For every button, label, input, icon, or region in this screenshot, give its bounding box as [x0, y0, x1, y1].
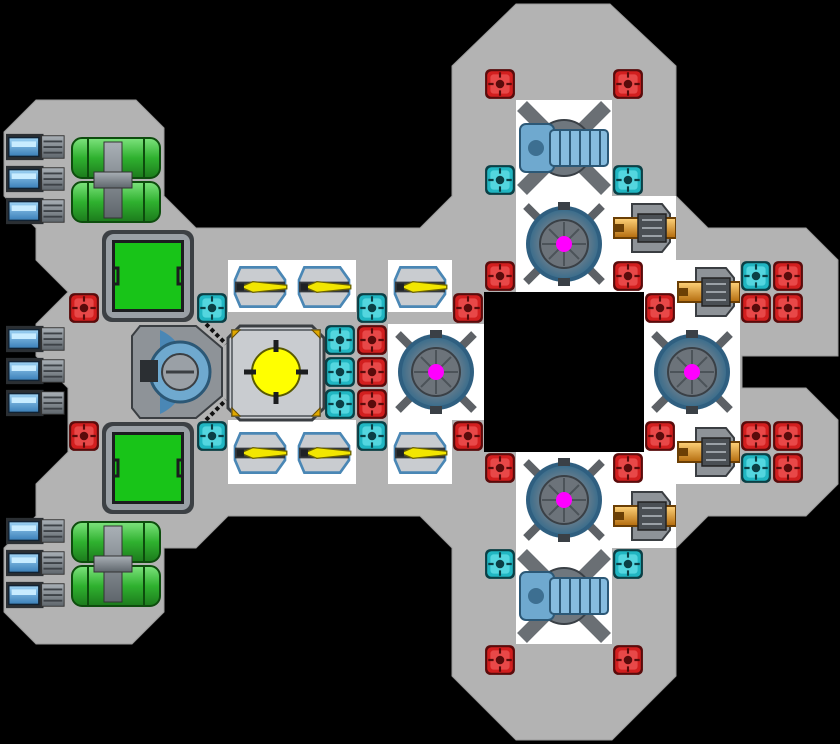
rcs-thruster-red[interactable] — [68, 420, 100, 452]
rcs-thruster-red[interactable] — [356, 388, 388, 420]
rcs-thruster-red[interactable] — [772, 260, 804, 292]
rcs-thruster-cyan[interactable] — [612, 164, 644, 196]
engine-block[interactable] — [5, 324, 66, 354]
missile-launcher[interactable] — [233, 431, 289, 475]
engine-block[interactable] — [5, 548, 66, 578]
command-module[interactable] — [131, 322, 228, 422]
engine-block[interactable] — [5, 516, 66, 546]
rcs-thruster-red[interactable] — [484, 68, 516, 100]
rcs-thruster-red[interactable] — [644, 292, 676, 324]
rcs-thruster-red[interactable] — [772, 292, 804, 324]
rcs-thruster-red[interactable] — [356, 324, 388, 356]
rcs-thruster-cyan[interactable] — [196, 292, 228, 324]
engine-block[interactable] — [5, 356, 66, 386]
rcs-thruster-red[interactable] — [484, 452, 516, 484]
rcs-thruster-red[interactable] — [644, 420, 676, 452]
central-void — [484, 292, 644, 452]
engine-block[interactable] — [5, 164, 66, 194]
rcs-thruster-red[interactable] — [484, 644, 516, 676]
rcs-thruster-cyan[interactable] — [740, 260, 772, 292]
shield-generator[interactable] — [654, 330, 730, 414]
rcs-thruster-cyan[interactable] — [196, 420, 228, 452]
rcs-thruster-red[interactable] — [772, 452, 804, 484]
rcs-thruster-red[interactable] — [612, 644, 644, 676]
engine-block[interactable] — [5, 132, 66, 162]
rcs-thruster-red[interactable] — [612, 68, 644, 100]
rcs-thruster-red[interactable] — [612, 260, 644, 292]
rcs-thruster-red[interactable] — [772, 420, 804, 452]
rcs-thruster-cyan[interactable] — [612, 548, 644, 580]
engine-block[interactable] — [5, 196, 66, 226]
missile-launcher[interactable] — [297, 265, 353, 309]
missile-launcher[interactable] — [233, 265, 289, 309]
rcs-thruster-cyan[interactable] — [356, 292, 388, 324]
reactor-core[interactable] — [226, 324, 326, 422]
missile-launcher[interactable] — [297, 431, 353, 475]
rcs-thruster-red[interactable] — [484, 260, 516, 292]
rcs-thruster-red[interactable] — [740, 420, 772, 452]
rcs-thruster-cyan[interactable] — [356, 420, 388, 452]
rcs-thruster-red[interactable] — [452, 292, 484, 324]
engine-bank-lower[interactable] — [5, 516, 66, 610]
missile-launcher[interactable] — [393, 265, 449, 309]
rcs-thruster-red[interactable] — [740, 292, 772, 324]
rcs-thruster-red[interactable] — [452, 420, 484, 452]
engine-bank-upper[interactable] — [5, 132, 66, 226]
rcs-thruster-red[interactable] — [356, 356, 388, 388]
rcs-thruster-cyan[interactable] — [324, 324, 356, 356]
rcs-thruster-cyan[interactable] — [484, 164, 516, 196]
cargo-bay-upper[interactable] — [100, 228, 196, 324]
missile-launcher[interactable] — [393, 431, 449, 475]
shield-generator[interactable] — [526, 458, 602, 542]
shield-generator[interactable] — [526, 202, 602, 286]
rcs-thruster-cyan[interactable] — [740, 452, 772, 484]
cargo-bay-lower[interactable] — [100, 420, 196, 516]
rcs-thruster-red[interactable] — [612, 452, 644, 484]
rcs-thruster-cyan[interactable] — [324, 356, 356, 388]
engine-bank-middle[interactable] — [5, 324, 66, 418]
engine-block[interactable] — [5, 388, 66, 418]
rcs-thruster-red[interactable] — [68, 292, 100, 324]
shield-generator[interactable] — [398, 330, 474, 414]
engine-block[interactable] — [5, 580, 66, 610]
rcs-thruster-cyan[interactable] — [484, 548, 516, 580]
rcs-thruster-cyan[interactable] — [324, 388, 356, 420]
